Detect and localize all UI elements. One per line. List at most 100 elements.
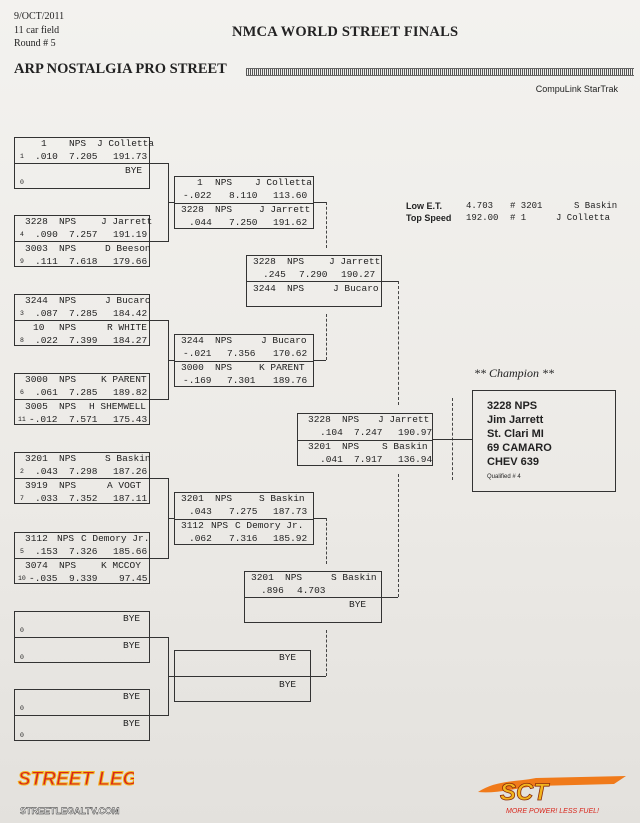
- class: NPS: [287, 283, 305, 294]
- driver: J Jarrett: [378, 414, 430, 425]
- elapsed-time: 7.298: [69, 466, 98, 477]
- elapsed-time: 7.356: [227, 348, 256, 359]
- speed: 185.66: [113, 546, 148, 557]
- class: NPS: [59, 453, 77, 464]
- street-legal-url: STREETLEGALTV.COM: [20, 806, 120, 816]
- car-number: 3005: [25, 401, 48, 412]
- field-size: 11 car field: [14, 25, 60, 36]
- low-et-car: # 3201: [510, 201, 543, 211]
- reaction-time: -.035: [29, 573, 58, 584]
- class: NPS: [59, 216, 77, 227]
- speed: 113.60: [273, 190, 308, 201]
- car-number: 3244: [25, 295, 48, 306]
- champion-name: Jim Jarrett: [487, 414, 544, 426]
- class: NPS: [211, 520, 229, 531]
- speed: 187.11: [113, 493, 148, 504]
- bye: BYE: [123, 613, 141, 624]
- elapsed-time: 7.316: [229, 533, 258, 544]
- reaction-time: .062: [189, 533, 212, 544]
- champion-hometown: St. Clari MI: [487, 428, 544, 440]
- champion-car: 3228 NPS: [487, 400, 538, 412]
- qualifier: 0: [20, 705, 24, 712]
- top-speed-car: # 1: [510, 213, 527, 223]
- car-number: 3919: [25, 480, 48, 491]
- qualifier: 11: [18, 416, 26, 423]
- driver: J Bucaro: [105, 295, 151, 306]
- sct-tagline: MORE POWER! LESS FUEL!: [506, 808, 599, 815]
- driver: S Baskin: [382, 441, 428, 452]
- car-number: 3228: [253, 256, 276, 267]
- r3-pair-1: 3228 NPS J Jarrett .245 7.290 190.27 324…: [246, 255, 382, 307]
- elapsed-time: 7.257: [69, 229, 98, 240]
- race-date: 9/OCT/2011: [14, 11, 65, 22]
- speed: 191.62: [273, 217, 308, 228]
- bye: BYE: [279, 679, 297, 690]
- elapsed-time: 7.285: [69, 387, 98, 398]
- qualifier: 4: [20, 231, 24, 238]
- car-number: 3112: [25, 533, 48, 544]
- reaction-time: .153: [35, 546, 58, 557]
- elapsed-time: 8.110: [229, 190, 258, 201]
- class: NPS: [285, 572, 303, 583]
- car-number: 3228: [25, 216, 48, 227]
- class: NPS: [215, 362, 233, 373]
- car-number: 3112: [181, 520, 204, 531]
- class: NPS: [59, 401, 77, 412]
- speed: 190.97: [398, 427, 433, 438]
- qualifier: 7: [20, 495, 24, 502]
- bye: BYE: [123, 640, 141, 651]
- page-title: NMCA WORLD STREET FINALS: [232, 24, 459, 40]
- bye: BYE: [123, 718, 141, 729]
- r2-pair-2: 3244 NPS J Bucaro -.021 7.356 170.62 300…: [174, 334, 314, 387]
- elapsed-time: 7.290: [299, 269, 328, 280]
- reaction-time: .104: [320, 427, 343, 438]
- qualifier: 9: [20, 258, 24, 265]
- car-number: 3000: [181, 362, 204, 373]
- r3-pair-2: 3201 NPS S Baskin .896 4.703 BYE: [244, 571, 382, 623]
- low-et-label: Low E.T.: [406, 201, 442, 211]
- elapsed-time: 7.285: [69, 308, 98, 319]
- r2-pair-1: 1 NPS J Colletta -.022 8.110 113.60 3228…: [174, 176, 314, 229]
- r1-pair-2: 3228 NPS J Jarrett 4 .090 7.257 191.19 3…: [14, 215, 152, 267]
- car-number: 3201: [251, 572, 274, 583]
- car-number: 3201: [181, 493, 204, 504]
- reaction-time: -.169: [183, 375, 212, 386]
- class: NPS: [342, 414, 360, 425]
- car-number: 3201: [25, 453, 48, 464]
- speed: 185.92: [273, 533, 308, 544]
- reaction-time: -.022: [183, 190, 212, 201]
- reaction-time: .061: [35, 387, 58, 398]
- driver: S Baskin: [259, 493, 305, 504]
- r1-pair-3: 3244 NPS J Bucaro 3 .087 7.285 184.42 10…: [14, 294, 151, 346]
- driver: J Jarrett: [329, 256, 381, 267]
- event-name: ARP NOSTALGIA PRO STREET: [14, 61, 227, 77]
- car-number: 10: [33, 322, 45, 333]
- class: NPS: [59, 374, 77, 385]
- elapsed-time: 7.250: [229, 217, 258, 228]
- elapsed-time: 7.247: [354, 427, 383, 438]
- driver: J Jarrett: [259, 204, 311, 215]
- elapsed-time: 9.339: [69, 573, 98, 584]
- speed: 190.27: [341, 269, 376, 280]
- class: NPS: [215, 493, 233, 504]
- driver: J Colletta: [97, 138, 155, 149]
- r1-pair-4: 3000 NPS K PARENT 6 .061 7.285 189.82 30…: [14, 373, 150, 425]
- reaction-time: .087: [35, 308, 58, 319]
- elapsed-time: 7.301: [227, 375, 256, 386]
- driver: K MCCOY: [101, 560, 141, 571]
- car-number: 1: [197, 177, 203, 188]
- class: NPS: [215, 177, 233, 188]
- speed: 136.94: [398, 454, 433, 465]
- r2-pair-3: 3201 NPS S Baskin .043 7.275 187.73 3112…: [174, 492, 314, 545]
- elapsed-time: 7.205: [69, 151, 98, 162]
- car-number: 3244: [181, 335, 204, 346]
- elapsed-time: 7.399: [69, 335, 98, 346]
- qualifier: 8: [20, 337, 24, 344]
- reaction-time: .041: [320, 454, 343, 465]
- elapsed-time: 7.618: [69, 256, 98, 267]
- low-et-value: 4.703: [466, 201, 494, 211]
- qualifier: 6: [20, 389, 24, 396]
- elapsed-time: 7.352: [69, 493, 98, 504]
- sct-logo-text: SCT: [500, 779, 550, 806]
- class: NPS: [59, 243, 77, 254]
